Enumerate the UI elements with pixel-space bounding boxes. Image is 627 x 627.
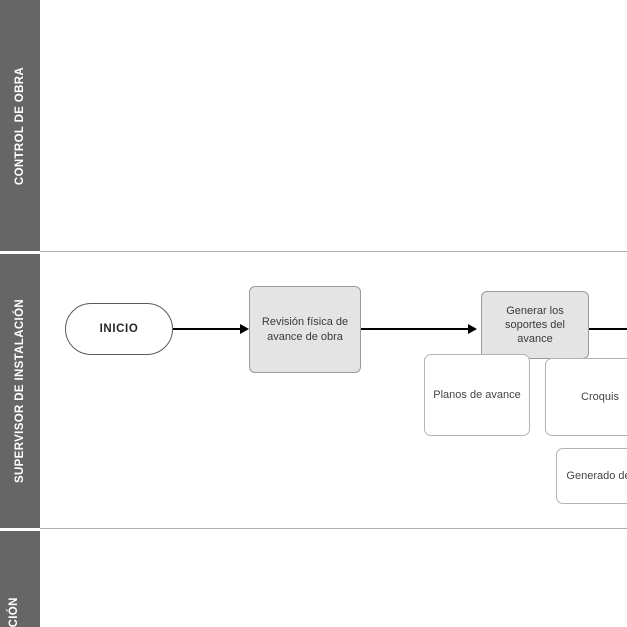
node-revision-fisica-label: Revisión física de avance de obra [261,316,349,343]
swimlane-label-supervisor-de-instalacion: SUPERVISOR DE INSTALACIÓN [14,298,26,484]
swimlane-body-control-de-obra [40,0,627,251]
node-revision-fisica[interactable]: Revisión física de avance de obra [249,286,361,373]
card-croquis-label: Croquis [581,390,619,403]
card-planos-de-avance-label: Planos de avance [433,388,521,401]
arrowhead-start-to-process1 [240,324,249,334]
lane-divider-2 [40,528,627,529]
edge-process1-to-process2 [361,328,471,330]
node-inicio-label: INICIO [99,322,139,335]
lane-divider-1 [40,251,627,252]
lane-header-gap-1 [0,251,40,254]
node-generar-soportes[interactable]: Generar los soportes del avance [481,291,589,359]
node-generar-soportes-label: Generar los soportes del avance [505,304,565,346]
swimlane-header-supervisor-de-instalacion[interactable]: SUPERVISOR DE INSTALACIÓN [0,254,40,528]
swimlane-administracion: RACIÓN [0,531,627,627]
swimlane-label-administracion: RACIÓN [8,597,20,627]
swimlane-body-administracion [40,531,627,627]
node-inicio[interactable]: INICIO [65,303,173,355]
swimlane-header-administracion[interactable]: RACIÓN [0,531,40,627]
swimlane-label-control-de-obra: CONTROL DE OBRA [14,66,26,185]
edge-process2-offscreen [589,328,627,330]
card-generado-de-avance-label: Generado de avan [566,469,627,482]
card-croquis[interactable]: Croquis [545,358,627,436]
lane-header-gap-2 [0,528,40,531]
card-planos-de-avance[interactable]: Planos de avance [424,354,530,436]
swimlane-control-de-obra: CONTROL DE OBRA [0,0,627,251]
edge-start-to-process1 [173,328,243,330]
swimlane-header-control-de-obra[interactable]: CONTROL DE OBRA [0,0,40,251]
card-generado-de-avance[interactable]: Generado de avan [556,448,627,504]
arrowhead-process1-to-process2 [468,324,477,334]
